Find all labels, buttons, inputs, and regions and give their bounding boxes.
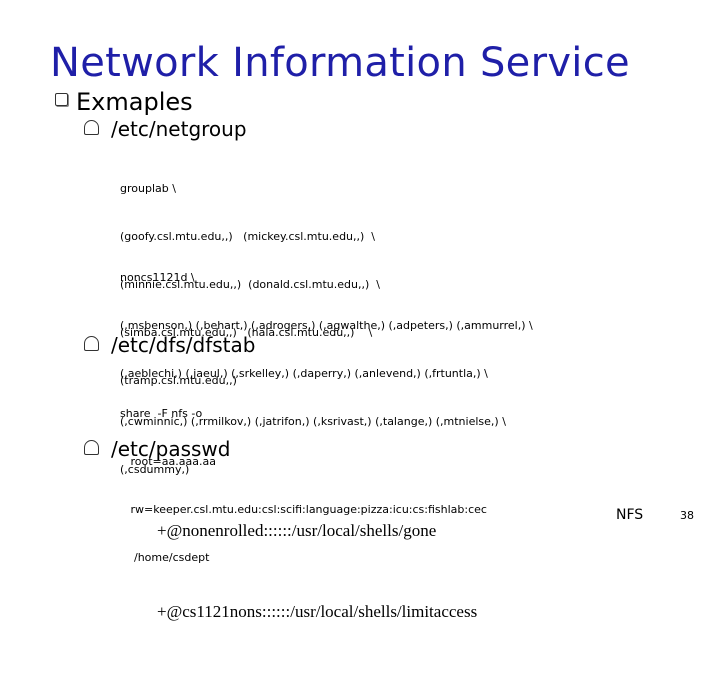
section-netgroup-heading: /etc/netgroup — [111, 117, 247, 141]
passwd-line: +@cs1121nons::::::/usr/local/shells/limi… — [157, 602, 478, 621]
code-line: (,cwminnic,) (,rrmilkov,) (,jatrifon,) (… — [120, 415, 506, 428]
passwd-line: +@nonenrolled::::::/usr/local/shells/gon… — [157, 521, 437, 540]
code-line: (,aeblechi,) (,jaeul,) (,srkelley,) (,da… — [120, 367, 488, 380]
code-line: (tramp.csl.mtu.edu,,) — [120, 374, 237, 387]
section-dfstab-heading: /etc/dfs/dfstab — [111, 333, 256, 357]
footer-label: NFS — [616, 507, 644, 523]
netgroup-block: grouplab \ (goofy.csl.mtu.edu,,) (mickey… — [120, 149, 380, 421]
slide-title: Network Information Service — [50, 40, 630, 86]
sub-bullet-icon — [84, 120, 99, 135]
sub-bullet-icon — [84, 440, 99, 455]
code-line: rw=keeper.csl.mtu.edu:csl:scifi:language… — [120, 503, 487, 516]
bullet-examples-label: Exmaples — [76, 88, 193, 116]
code-line: root=aa.aaa.aa — [120, 455, 216, 468]
code-line: noncs1121d \ — [120, 271, 195, 284]
code-line: share -F nfs -o — [120, 407, 203, 420]
passwd-block: +@nonenrolled::::::/usr/local/shells/gon… — [157, 463, 477, 679]
square-bullet-icon — [55, 93, 68, 106]
code-line: (,msbenson,) (,behart,) (,adrogers,) (,a… — [120, 319, 533, 332]
section-dfstab: /etc/dfs/dfstab — [84, 333, 255, 357]
code-line: (goofy.csl.mtu.edu,,) (mickey.csl.mtu.ed… — [120, 230, 376, 243]
slide: Network Information Service Exmaples /et… — [50, 40, 694, 621]
code-line: (,csdummy,) — [120, 463, 190, 476]
section-netgroup: /etc/netgroup — [84, 117, 247, 141]
noncs-block: noncs1121d \ (,msbenson,) (,behart,) (,a… — [120, 238, 533, 510]
page-number: 38 — [680, 509, 694, 522]
section-passwd: /etc/passwd — [84, 437, 230, 461]
code-line: (minnie.csl.mtu.edu,,) (donald.csl.mtu.e… — [120, 278, 380, 291]
sub-bullet-icon — [84, 336, 99, 351]
section-passwd-heading: /etc/passwd — [111, 437, 231, 461]
bullet-examples: Exmaples — [55, 88, 193, 116]
code-line: (simba.csl.mtu.edu,,) (nala.csl.mtu.edu,… — [120, 326, 373, 339]
code-line: grouplab \ — [120, 182, 176, 195]
